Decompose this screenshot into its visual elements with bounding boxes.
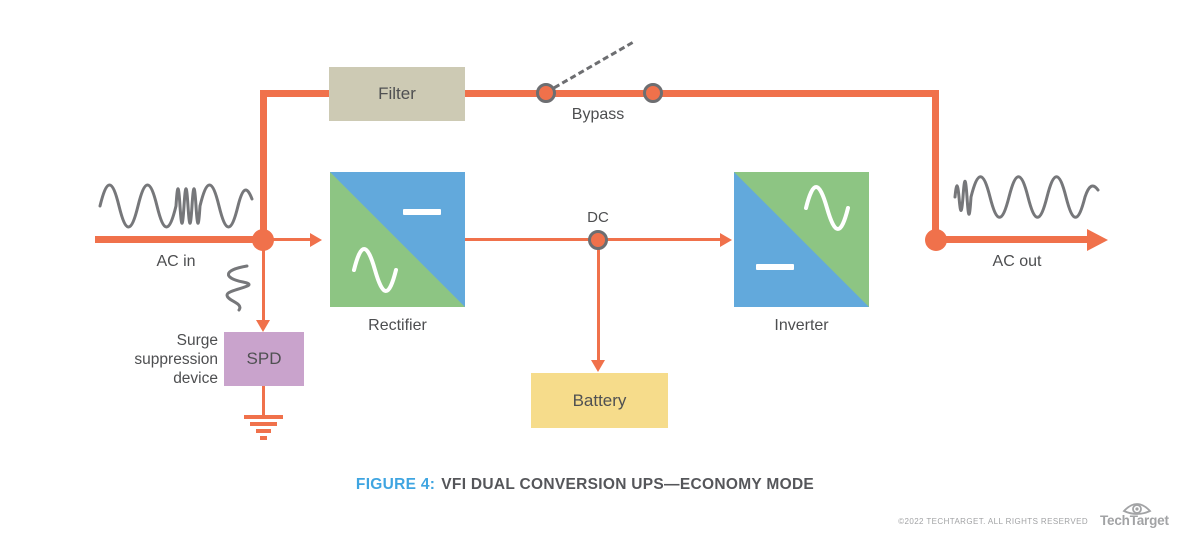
inverter-arrowhead: [720, 233, 732, 247]
ac-to-dc-converter-icon: [330, 172, 465, 307]
battery-arrowhead: [591, 360, 605, 372]
dc-to-ac-converter-icon: [734, 172, 869, 307]
spd-label: SPD: [246, 349, 282, 368]
spd-box: SPD: [224, 332, 304, 386]
dc-junction-dot: [588, 230, 608, 250]
figure-title: VFI DUAL CONVERSION UPS—ECONOMY MODE: [441, 476, 815, 493]
spd-side-label: Surge suppression device: [134, 332, 218, 387]
figure-number: FIGURE 4:: [355, 476, 436, 493]
spd-to-ground-line: [262, 386, 265, 415]
ac-out-line: [933, 236, 1088, 243]
junction-to-spd-line: [262, 240, 265, 320]
bypass-top-line: [260, 90, 939, 97]
input-junction-dot: [252, 229, 274, 251]
copyright-text: ©2022 TECHTARGET. ALL RIGHTS RESERVED: [898, 517, 1088, 526]
filter-label: Filter: [378, 84, 416, 103]
ac-out-label: AC out: [992, 253, 1042, 270]
inverter-box: [734, 172, 869, 307]
filter-box: Filter: [329, 67, 465, 121]
output-junction-dot: [925, 229, 947, 251]
bypass-contact-right: [643, 83, 663, 103]
brand-wordmark: TechTarget: [1100, 513, 1169, 528]
spd-arrowhead: [256, 320, 270, 332]
distorted-sine-wave-icon: [98, 183, 254, 229]
inverter-label: Inverter: [774, 317, 829, 334]
rectifier-arrowhead: [310, 233, 322, 247]
surge-squiggle-icon: [225, 264, 251, 312]
open-switch-icon: [545, 41, 634, 94]
rectifier-box: [330, 172, 465, 307]
dc-to-battery-line: [597, 240, 600, 361]
battery-label: Battery: [572, 390, 627, 410]
clean-sine-wave-icon: [953, 175, 1100, 219]
input-riser-line: [260, 90, 267, 243]
techtarget-logo: TechTarget: [1100, 503, 1169, 528]
junction-to-rectifier-line: [263, 238, 313, 241]
output-riser-line: [932, 90, 939, 243]
ac-in-label: AC in: [156, 253, 196, 270]
rectifier-label: Rectifier: [368, 317, 427, 334]
ac-out-arrowhead: [1087, 229, 1108, 251]
dc-label: DC: [587, 209, 609, 226]
battery-box: Battery: [531, 373, 668, 428]
bypass-contact-left: [536, 83, 556, 103]
eye-icon: [1122, 503, 1152, 515]
bypass-label: Bypass: [571, 106, 625, 123]
ac-in-line: [95, 236, 265, 243]
figure-caption: FIGURE 4: VFI DUAL CONVERSION UPS—ECONOMY…: [0, 476, 1170, 494]
